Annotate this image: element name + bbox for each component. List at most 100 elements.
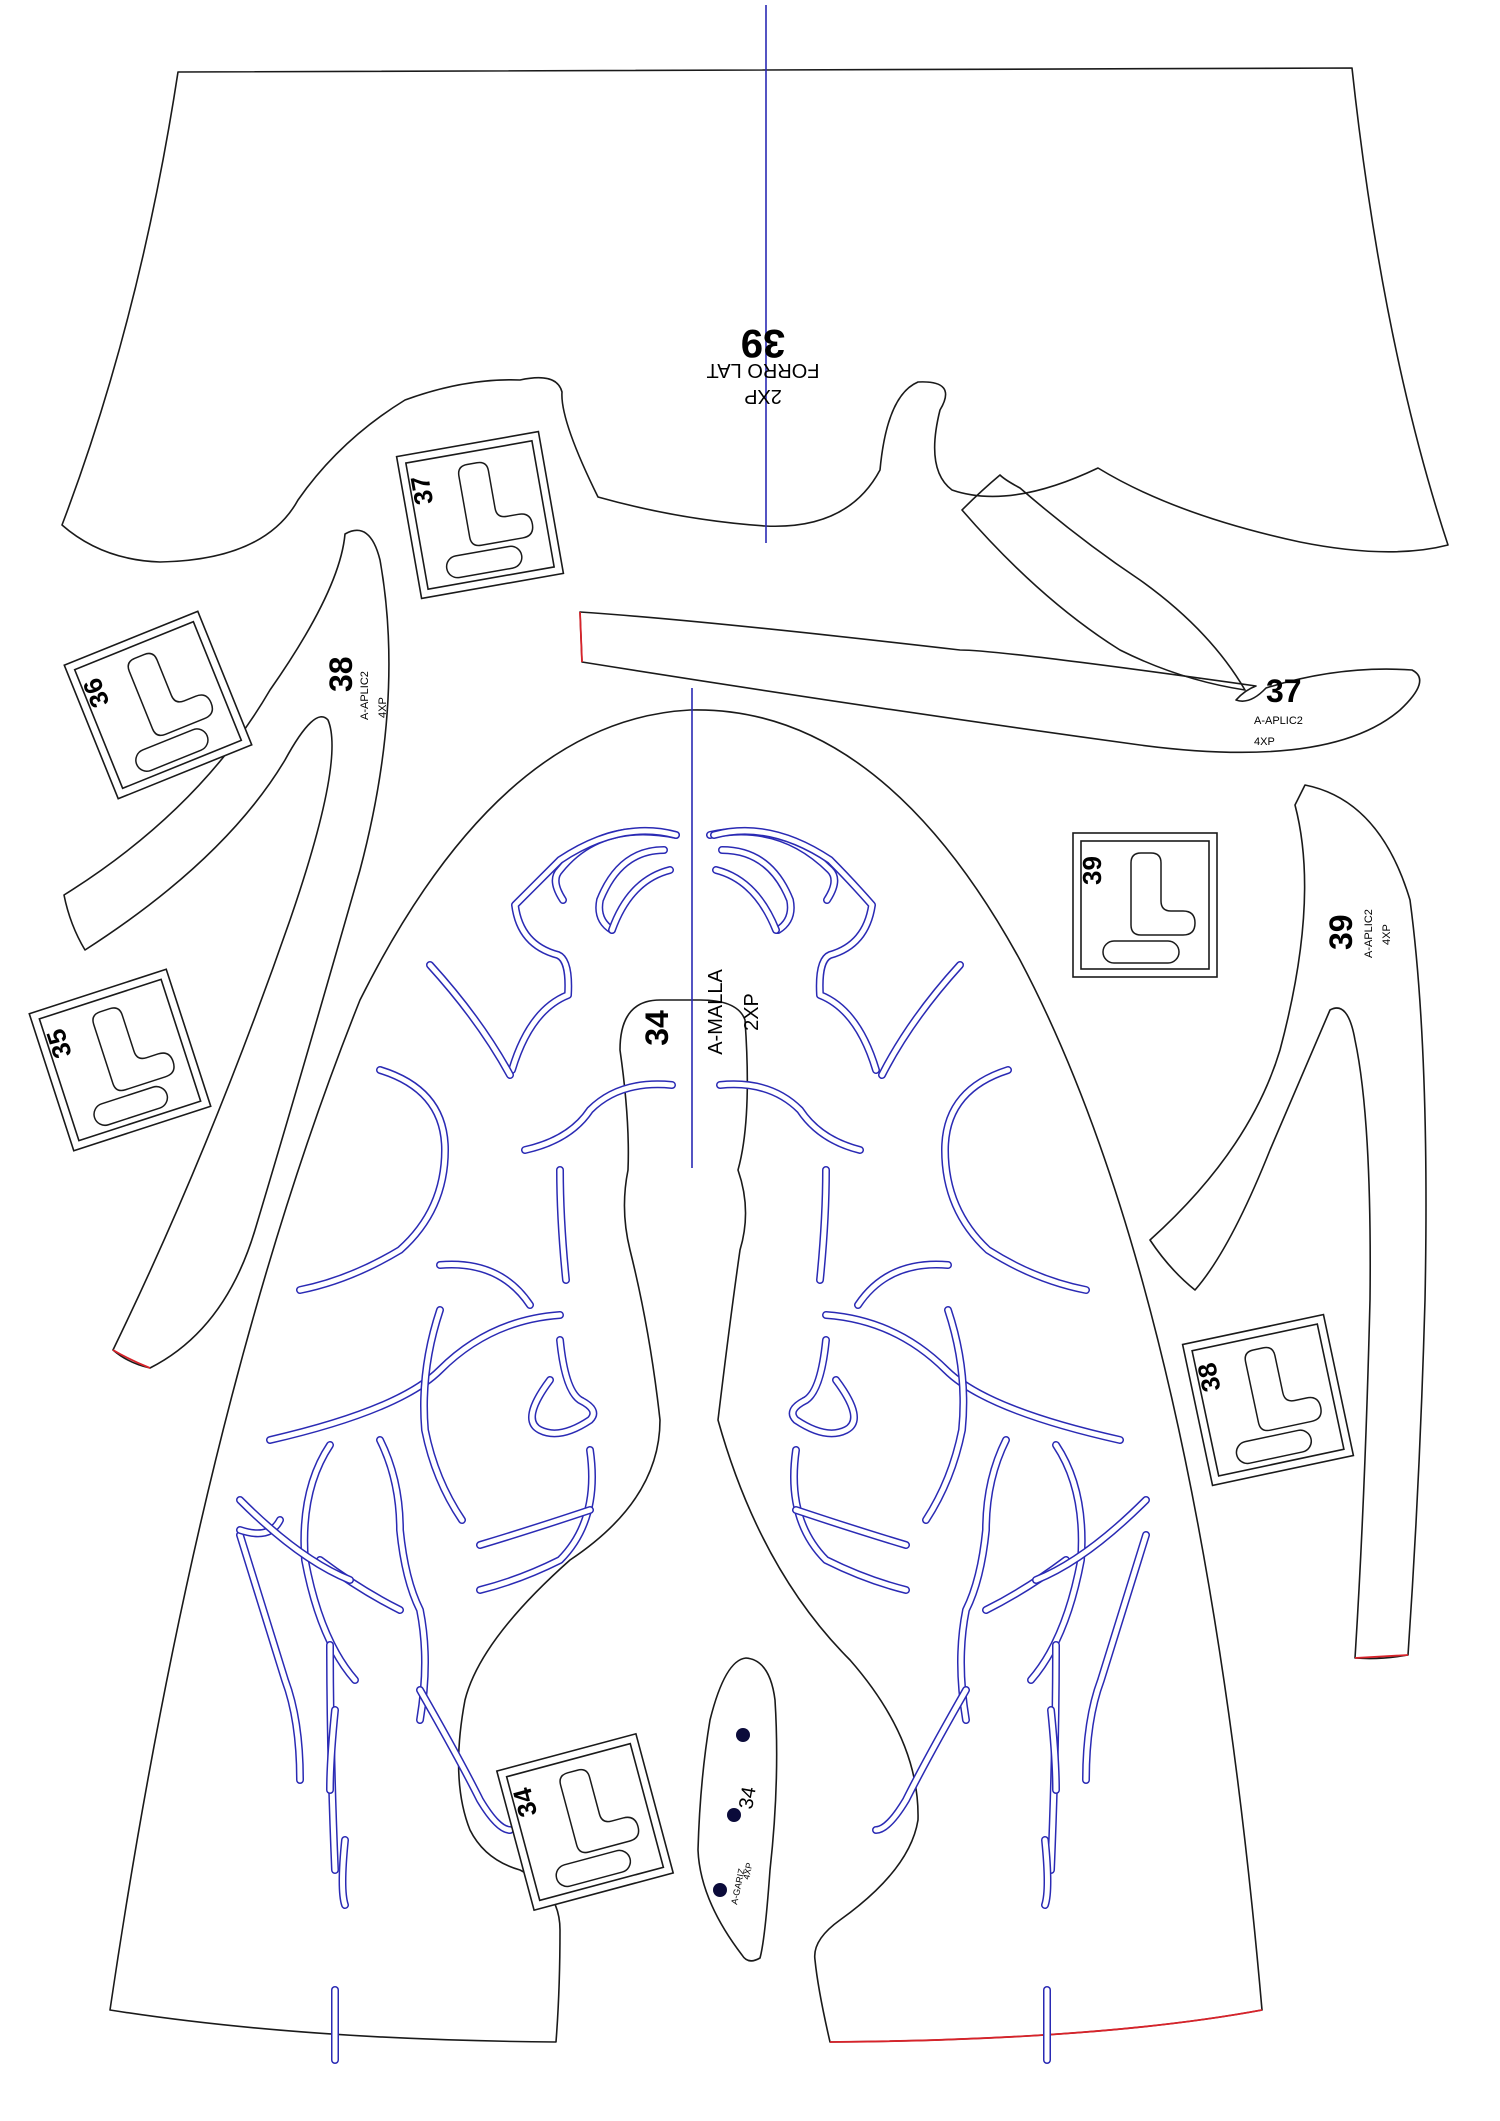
perforation-slot [376,1436,429,1724]
aplic-right-outline [1149,784,1427,1660]
tag-pill-glyph-icon [445,545,523,579]
perforation-slot-core [923,1307,966,1523]
perforation-slot-core [1042,1837,1050,1908]
malla-number: 34 [639,1010,675,1046]
aplic-top-wing [961,474,1246,691]
perforation-slot-core [942,1067,1089,1293]
tag-number: 37 [405,473,440,507]
piece-malla: 34 A-MALLA 2XP [109,688,1263,2064]
aplic-right-hem [1354,1654,1409,1659]
gariz-drill-hole [727,1808,741,1822]
perforation-slot-core [879,962,963,1078]
perforation-slot-core [855,1262,951,1308]
aplic-left-name: A-APLIC2 [359,671,371,720]
perforation-slot [608,866,674,934]
tag-l-glyph-icon [559,1768,640,1854]
aplic-top-qty: 4XP [1254,736,1275,748]
tag-number: 39 [1077,856,1107,885]
forro-lat-outline [61,67,1449,563]
tag-inner-frame [73,620,243,790]
tag-inner-frame [1191,1323,1345,1477]
perforation-slot [957,1436,1010,1724]
tag-38: 38 [1181,1313,1355,1487]
aplic-left-number: 38 [323,656,359,692]
perforation-slot-core [427,962,513,1078]
forro-lat-number: 39 [741,321,786,365]
perforation-slot-core [327,1707,338,1793]
gariz-drill-hole [713,1883,727,1897]
malla-qty: 2XP [741,993,763,1031]
tag-pill-glyph-icon [555,1849,632,1888]
tag-37: 37 [395,430,565,600]
perforation-slot-core [267,1312,563,1443]
piece-aplic-top: 37 A-APLIC2 4XP [579,611,1421,754]
malla-name: A-MALLA [705,969,727,1055]
tag-inner-frame [404,439,556,591]
tag-pill-glyph-icon [1102,940,1180,964]
perforation-slot-core [793,1507,909,1548]
aplic-top-body [579,611,1421,754]
aplic-right-qty: 4XP [1381,924,1393,945]
malla-outline [109,709,1263,2043]
piece-forro-lat: 39 FORRO LAT 2XP [61,5,1449,563]
perforation-slot-core [1048,1707,1059,1793]
tag-inner-frame [505,1742,665,1902]
tag-l-glyph-icon [92,1007,175,1092]
perforation-slot-core [719,847,794,933]
piece-aplic-right: 39 A-APLIC2 4XP [1149,784,1427,1660]
piece-aplic-left: 38 A-APLIC2 4XP [63,529,390,1369]
perforation-slot-core [237,1497,353,1583]
perforation-slot [1032,1496,1150,1584]
perforation-slot [710,826,880,1074]
tag-pill-glyph-icon [135,728,209,772]
perforation-slot-core [377,1437,428,1723]
aplic-right-number: 39 [1323,914,1359,950]
tag-pill-glyph-icon [93,1085,169,1127]
perforation-slot-core [711,828,879,1073]
perforation-slot-core [529,1337,596,1436]
tag-number: 38 [1191,1360,1226,1395]
perforation-slot [551,827,680,904]
tag-l-glyph-icon [127,652,214,737]
perforation-slot-core [958,1437,1009,1723]
perforation-slot-core [437,1262,533,1308]
perforation-slot-core [557,1167,569,1283]
perforation-slot-core [1033,1497,1149,1583]
malla-hem [829,2009,1263,2043]
aplic-left-outline [63,529,390,1369]
tag-35: 35 [28,968,212,1152]
forro-lat-qty: 2XP [744,385,782,407]
aplic-top-hem [579,611,583,663]
tag-l-glyph-icon [1244,1346,1322,1432]
aplic-right-name: A-APLIC2 [1363,909,1375,958]
malla-perforations [236,826,1150,2064]
perforation-slot-core [609,867,673,933]
perforation-slot-core [791,1447,909,1593]
tag-inner-frame [1080,840,1210,970]
piece-gariz: 34 A-GARIZ 4XP [697,1657,778,1962]
perforation-slot-core [817,1167,829,1283]
tag-l-glyph-icon [457,461,534,547]
gariz-qty: 4XP [741,1862,754,1881]
aplic-left-qty: 4XP [377,697,389,718]
perforation-slot-core [297,1067,448,1293]
tag-39: 39 [1072,832,1218,978]
perforation-slot [941,1066,1090,1294]
tag-34: 34 [495,1732,675,1912]
perforation-slot-core [237,1517,283,1536]
perforation-slot-core [873,1687,969,1833]
perforation-slot-core [713,867,779,933]
aplic-top-number: 37 [1266,673,1302,709]
aplic-top-name: A-APLIC2 [1254,715,1303,727]
perforation-slot-core [340,1837,348,1908]
perforation-slot-core [522,1081,675,1153]
perforation-slot-core [596,847,667,933]
perforation-slot-core [823,1312,1123,1443]
tag-inner-frame [38,978,202,1142]
perforation-slot-core [421,1307,465,1523]
perforation-slot-core [417,1687,513,1833]
perforation-slot [712,866,780,934]
perforation-slot-core [717,1081,863,1153]
perforation-slot-core [237,1532,303,1783]
